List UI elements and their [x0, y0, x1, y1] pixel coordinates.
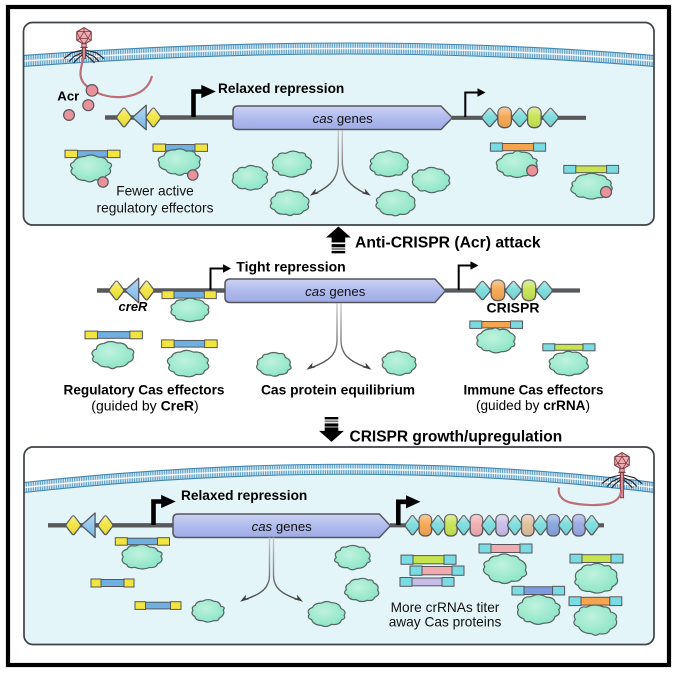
svg-text:CRISPR growth/upregulation: CRISPR growth/upregulation — [350, 428, 563, 445]
svg-text:cas genes: cas genes — [313, 111, 374, 126]
svg-text:Cas protein equilibrium: Cas protein equilibrium — [261, 383, 415, 398]
svg-text:Acr: Acr — [57, 88, 79, 103]
svg-text:Immune Cas effectors: Immune Cas effectors — [464, 383, 604, 398]
svg-text:Relaxed repression: Relaxed repression — [181, 488, 307, 503]
svg-text:(guided by CreR): (guided by CreR) — [91, 398, 198, 414]
svg-text:regulatory effectors: regulatory effectors — [97, 200, 214, 215]
svg-text:cas genes: cas genes — [305, 284, 366, 299]
svg-text:away Cas proteins: away Cas proteins — [389, 615, 502, 630]
svg-text:cas genes: cas genes — [252, 519, 313, 534]
svg-text:Tight repression: Tight repression — [236, 259, 345, 275]
svg-text:(guided by crRNA): (guided by crRNA) — [476, 398, 590, 413]
svg-text:Anti-CRISPR (Acr) attack: Anti-CRISPR (Acr) attack — [355, 234, 541, 251]
svg-text:More crRNAs titer: More crRNAs titer — [391, 600, 500, 615]
svg-text:Regulatory Cas effectors: Regulatory Cas effectors — [64, 383, 225, 398]
svg-text:creR: creR — [119, 299, 149, 314]
svg-text:Relaxed repression: Relaxed repression — [218, 81, 344, 96]
svg-text:Fewer active: Fewer active — [116, 184, 194, 199]
svg-text:CRISPR: CRISPR — [487, 300, 540, 316]
